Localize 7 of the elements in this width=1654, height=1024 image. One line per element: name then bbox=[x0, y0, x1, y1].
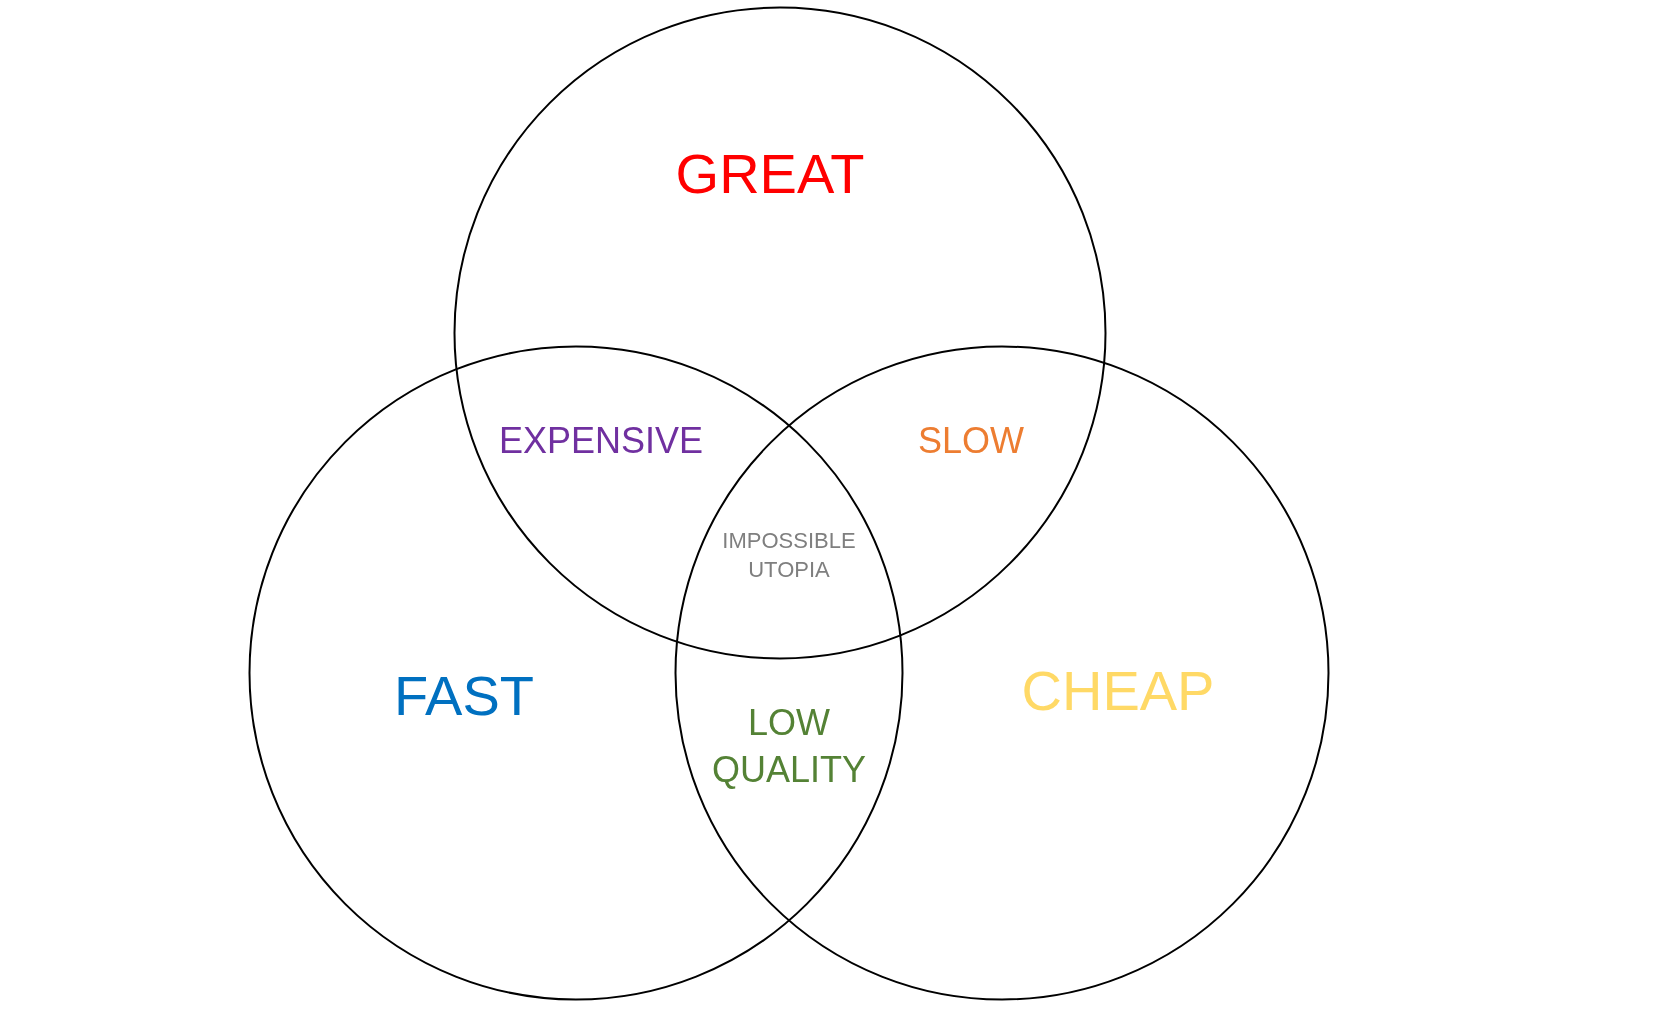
overlap-label: LOW QUALITY bbox=[710, 701, 867, 792]
set-label: GREAT bbox=[675, 140, 865, 207]
set-label: FAST bbox=[394, 662, 534, 729]
overlap-label: SLOW bbox=[918, 418, 1024, 463]
overlap-label: IMPOSSIBLE UTOPIA bbox=[721, 527, 857, 584]
overlap-label: EXPENSIVE bbox=[498, 418, 704, 463]
set-label: CHEAP bbox=[1021, 657, 1215, 724]
